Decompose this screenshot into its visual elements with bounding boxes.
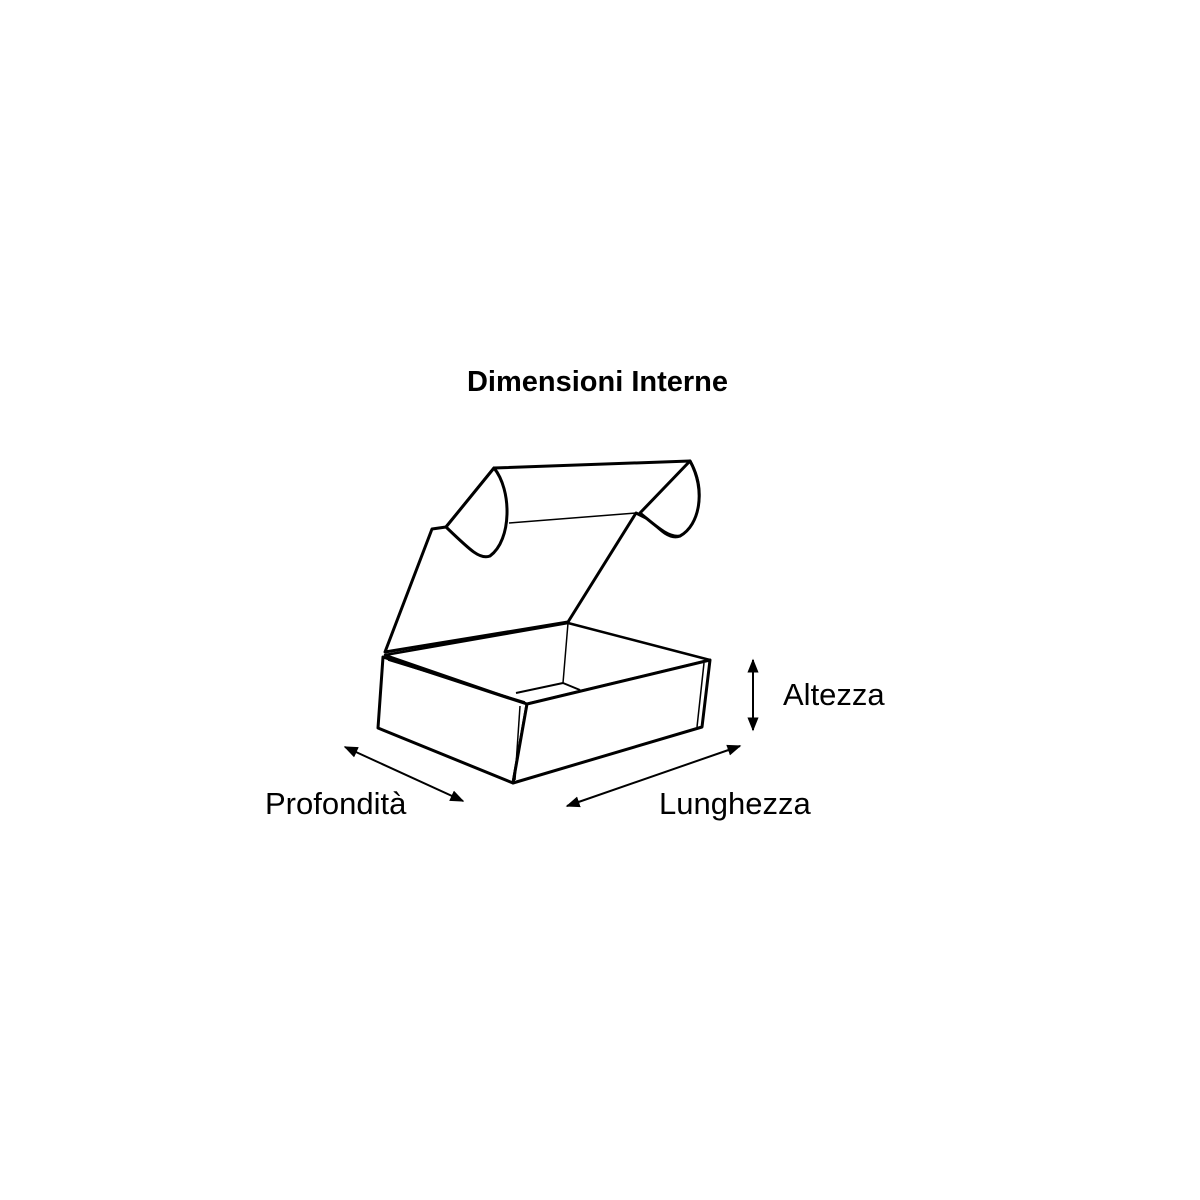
lid-left-flap: [444, 466, 509, 559]
depth-label: Profondità: [265, 786, 407, 821]
lid-right-flap: [638, 459, 701, 538]
box-front-wall: [511, 658, 712, 785]
diagram-title: Dimensioni Interne: [466, 366, 729, 398]
height-label: Altezza: [783, 677, 885, 712]
depth-arrow: [343, 746, 465, 802]
box-lid: [383, 459, 701, 654]
length-arrow: [565, 744, 742, 808]
length-label: Lunghezza: [659, 786, 811, 821]
